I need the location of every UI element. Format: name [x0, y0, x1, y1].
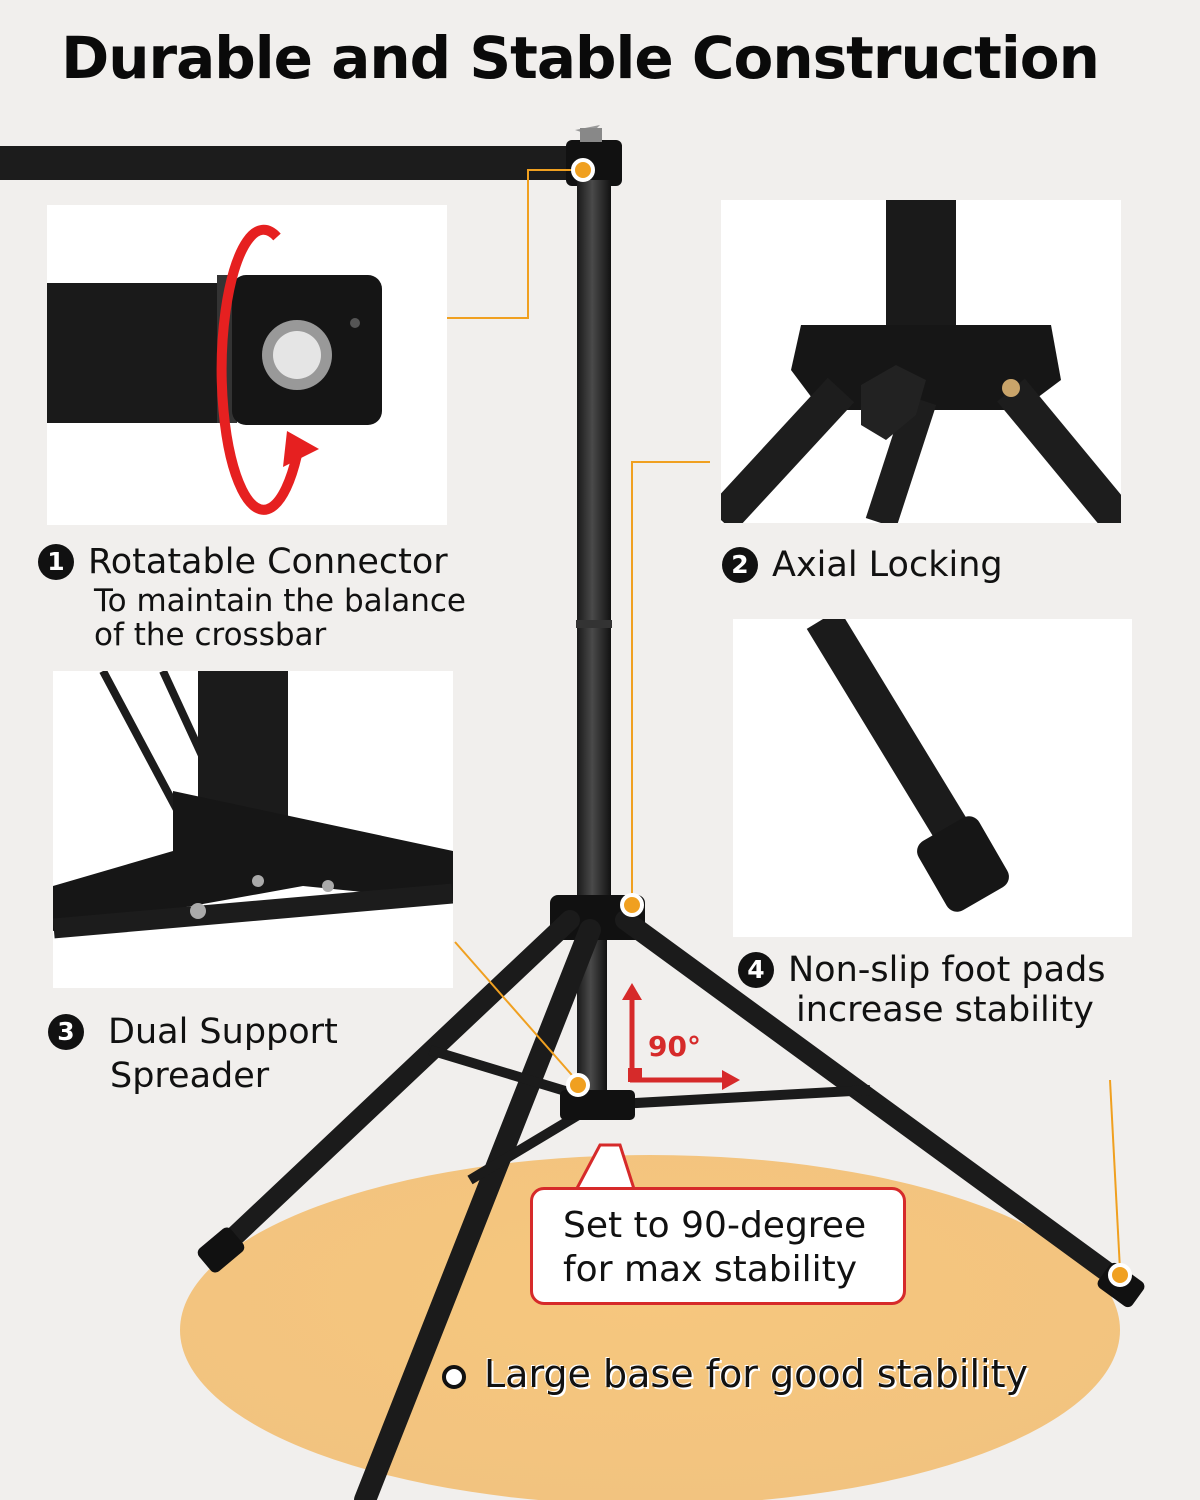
feature-1-label: 1 Rotatable Connector To maintain the bal…	[38, 542, 466, 652]
panel-rotatable-connector	[47, 205, 447, 525]
feature-2-label: 2 Axial Locking	[722, 545, 1003, 585]
feature-1-subtitle-line2: of the crossbar	[94, 617, 327, 653]
callout-line2: for max stability	[563, 1249, 858, 1290]
feature-3-title-line1: Dual Support	[108, 1012, 338, 1052]
panel-dual-spreader	[53, 671, 453, 988]
base-stability-label: Large base for good stability	[442, 1352, 1028, 1396]
feature-1-number: 1	[38, 544, 74, 580]
footpad-closeup	[806, 619, 1009, 912]
connector-closeup	[47, 224, 382, 515]
spreader-closeup	[53, 671, 453, 939]
stability-callout: Set to 90-degree for max stability	[530, 1187, 906, 1305]
marker-spreader	[566, 1073, 590, 1097]
feature-1-title: Rotatable Connector	[88, 542, 448, 582]
callout-line1: Set to 90-degree	[563, 1205, 867, 1246]
leg-front	[354, 919, 601, 1500]
angle-label: 90°	[648, 1030, 701, 1063]
bullet-icon	[442, 1364, 466, 1389]
marker-connector	[571, 158, 595, 182]
feature-2-title: Axial Locking	[772, 545, 1003, 585]
feature-4-title-line1: Non-slip foot pads	[788, 950, 1106, 990]
feature-2-number: 2	[722, 547, 758, 583]
locking-closeup	[721, 200, 1121, 523]
marker-locking	[620, 893, 644, 917]
feature-4-number: 4	[738, 952, 774, 988]
feature-4-title-line2: increase stability	[796, 990, 1094, 1030]
feature-4-label: 4 Non-slip foot pads increase stability	[738, 950, 1106, 1030]
marker-foot	[1108, 1263, 1132, 1287]
feature-3-number: 3	[48, 1014, 84, 1050]
leg-right	[615, 910, 1135, 1295]
crossbar	[0, 146, 620, 180]
feature-3-label: 3 Dual Support Spreader	[48, 1012, 338, 1096]
leg-left	[210, 910, 580, 1260]
center-pole	[577, 180, 611, 900]
feature-3-title-line2: Spreader	[110, 1056, 270, 1096]
panel-foot-pads	[733, 619, 1132, 937]
base-label-text: Large base for good stability	[484, 1352, 1028, 1396]
feature-1-subtitle-line1: To maintain the balance	[94, 583, 466, 619]
panel-axial-locking	[721, 200, 1121, 523]
page-title: Durable and Stable Construction	[61, 24, 1100, 92]
